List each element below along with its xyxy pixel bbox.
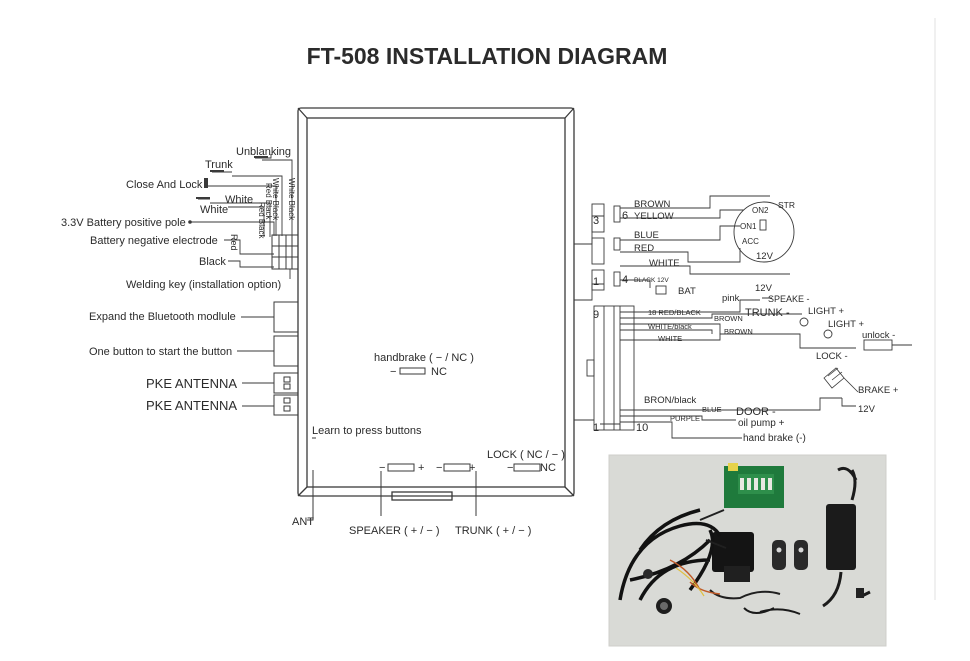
label-pke-antenna-2: PKE ANTENNA bbox=[146, 398, 237, 413]
label-handbrake-minus: − bbox=[390, 366, 396, 378]
label-unblanking: Unblanking bbox=[236, 146, 291, 158]
remote-1 bbox=[772, 540, 786, 570]
left-connector bbox=[271, 234, 299, 270]
label-bron-black: BRON/black bbox=[644, 395, 697, 406]
label-white-2: White bbox=[200, 204, 228, 216]
label-battery-negative: Battery negative electrode bbox=[90, 235, 218, 247]
label-brown-2: BROWN bbox=[714, 314, 743, 323]
label-expand-bluetooth: Expand the Bluetooth modlule bbox=[89, 311, 236, 323]
label-white-2-right: WHITE bbox=[658, 334, 682, 343]
label-18-red-black: 18 RED/BLACK bbox=[648, 308, 701, 317]
label-one-button-start: One button to start the button bbox=[89, 346, 232, 358]
label-door: DOOR - bbox=[736, 406, 776, 418]
module-connectors bbox=[307, 367, 541, 521]
label-close-and-lock: Close And Lock bbox=[126, 179, 203, 191]
power-adapter bbox=[826, 504, 856, 570]
label-hand-brake: hand brake (-) bbox=[743, 433, 806, 444]
label-on1: ON1 bbox=[740, 222, 757, 231]
label-blue-2: BLUE bbox=[702, 405, 722, 414]
label-brown: BROWN bbox=[634, 199, 671, 210]
label-trunk-minus: − bbox=[436, 462, 442, 474]
label-pin1: 1 bbox=[593, 276, 599, 288]
label-trunk: Trunk bbox=[205, 159, 233, 171]
page-edge-divider bbox=[934, 18, 936, 600]
label-12v-ign: 12V bbox=[756, 251, 774, 262]
control-module bbox=[297, 107, 575, 501]
switch-glyphs bbox=[188, 156, 268, 224]
label-purple: PURPLE bbox=[670, 414, 700, 423]
page-title: FT-508 INSTALLATION DIAGRAM bbox=[307, 43, 668, 69]
label-black-12v: BLACK 12V bbox=[634, 277, 669, 284]
label-red-right: RED bbox=[634, 243, 654, 254]
vlabel-red: Red bbox=[229, 234, 239, 251]
right-labels: BROWN YELLOW BLUE RED WHITE BLACK 12V BA… bbox=[593, 199, 899, 444]
label-light-plus-1: LIGHT + bbox=[808, 306, 844, 317]
label-pin9: 9 bbox=[593, 309, 599, 321]
vlabel-red-black-2: Red Black bbox=[257, 202, 266, 239]
vertical-wire-labels: White Black White Black Red Black Red Bl… bbox=[229, 178, 296, 251]
right-wires bbox=[574, 195, 912, 439]
label-speaker-plus: + bbox=[418, 462, 424, 474]
label-battery-positive: 3.3V Battery positive pole bbox=[61, 217, 186, 229]
label-on2: ON2 bbox=[752, 206, 769, 215]
label-brown-3: BROWN bbox=[724, 327, 753, 336]
left-ports bbox=[237, 301, 299, 416]
label-lock-minus: − bbox=[507, 462, 513, 474]
label-12v-speak: 12V bbox=[755, 283, 773, 294]
label-pke-antenna-1: PKE ANTENNA bbox=[146, 376, 237, 391]
vlabel-red-black-1: Red Black bbox=[264, 183, 273, 220]
product-photo bbox=[608, 454, 887, 647]
label-lock: LOCK ( NC / − ) bbox=[487, 449, 565, 461]
label-trunk: TRUNK ( + / − ) bbox=[455, 525, 531, 537]
label-pin1b: 1 bbox=[593, 422, 599, 434]
label-brake-plus: BRAKE + bbox=[858, 385, 899, 396]
label-pin4: 4 bbox=[622, 274, 628, 286]
label-str: STR bbox=[778, 200, 795, 210]
label-bat: BAT bbox=[678, 286, 696, 297]
label-lock-nc: NC bbox=[540, 462, 556, 474]
label-speake: SPEAKE - bbox=[768, 294, 810, 304]
label-handbrake: handbrake ( − / NC ) bbox=[374, 352, 474, 364]
label-acc: ACC bbox=[742, 237, 759, 246]
brake-pedal bbox=[823, 367, 859, 393]
label-trunk-plus: + bbox=[469, 462, 475, 474]
vlabel-white-black-2: White Black bbox=[271, 178, 280, 221]
label-blue: BLUE bbox=[634, 230, 659, 241]
left-labels: Unblanking Trunk Close And Lock White Wh… bbox=[61, 146, 291, 413]
label-lock-minus-right: LOCK - bbox=[816, 351, 848, 362]
control-box bbox=[712, 532, 754, 572]
label-speaker-minus: − bbox=[379, 462, 385, 474]
label-handbrake-nc: NC bbox=[431, 366, 447, 378]
label-12v-brake: 12V bbox=[858, 404, 876, 415]
label-trunk-minus: TRUNK - bbox=[745, 307, 790, 319]
vlabel-white-black-1: White Black bbox=[287, 178, 296, 221]
label-light-plus-2: LIGHT + bbox=[828, 319, 864, 330]
label-welding-key: Welding key (installation option) bbox=[126, 279, 281, 291]
module-labels: handbrake ( − / NC ) − NC Learn to press… bbox=[292, 352, 565, 537]
label-speaker: SPEAKER ( + / − ) bbox=[349, 525, 439, 537]
label-yellow: YELLOW bbox=[634, 211, 674, 222]
label-pin6: 6 bbox=[622, 210, 628, 222]
label-black: Black bbox=[199, 256, 226, 268]
label-white-black: WHITE/black bbox=[648, 322, 692, 331]
label-unlock: unlock - bbox=[862, 330, 895, 341]
label-ant: ANT bbox=[292, 516, 314, 528]
label-pin10: 10 bbox=[636, 422, 648, 434]
label-white-1: White bbox=[225, 194, 253, 206]
label-learn: Learn to press buttons bbox=[312, 425, 422, 437]
remote-2 bbox=[794, 540, 808, 570]
label-pin3: 3 bbox=[593, 215, 599, 227]
label-pink: pink bbox=[722, 293, 740, 304]
label-oil-pump: oil pump + bbox=[738, 418, 785, 429]
label-white-right: WHITE bbox=[649, 258, 680, 269]
